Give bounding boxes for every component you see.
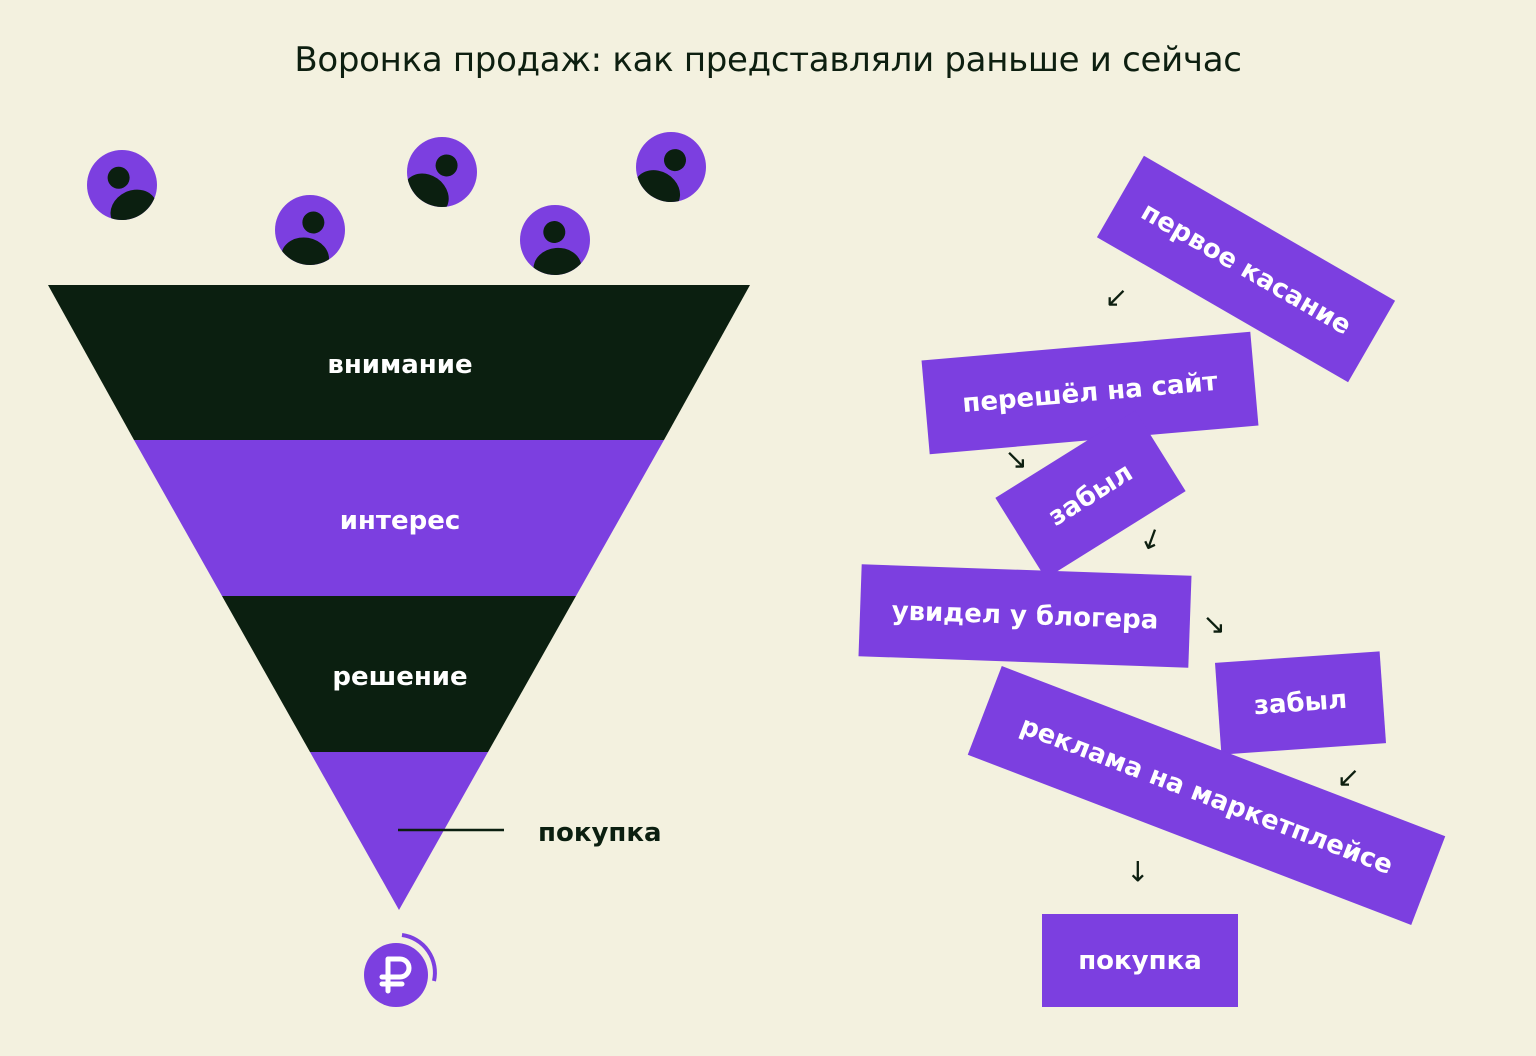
page-title: Воронка продаж: как представляли раньше … — [294, 40, 1242, 80]
funnel-purchase-label: покупка — [538, 818, 662, 848]
journey-step-label: забыл — [1042, 457, 1139, 532]
person-icon — [87, 150, 158, 232]
journey-step-saw-blogger: увидел у блогера — [858, 564, 1192, 668]
ruble-coin-icon — [364, 933, 437, 1007]
journey-step-label: перешёл на сайт — [961, 366, 1219, 420]
funnel-stage-label: интерес — [340, 506, 461, 536]
person-icon — [403, 137, 477, 217]
funnel-stage-label: решение — [332, 662, 467, 692]
person-icon — [633, 132, 706, 213]
journey-step-purchase: покупка — [1042, 914, 1238, 1007]
funnel-stage-label: внимание — [327, 350, 472, 380]
journey-step-label: забыл — [1252, 684, 1349, 722]
funnel-stage-1 — [48, 285, 750, 440]
journey-step-forgot-2: забыл — [1214, 651, 1387, 755]
person-icon — [520, 205, 590, 278]
arrow-icon: ↑ — [1126, 854, 1150, 887]
journey-step-label: увидел у блогера — [891, 596, 1159, 636]
journey-step-label: покупка — [1078, 945, 1202, 976]
person-icon — [275, 195, 345, 271]
funnel-stage-2 — [134, 440, 664, 596]
funnel-stage-3 — [222, 596, 576, 752]
